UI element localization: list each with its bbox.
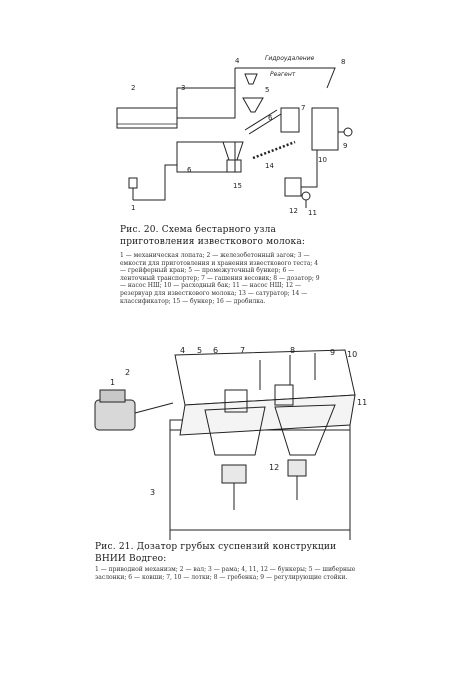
label-6: 6 <box>213 346 218 355</box>
figure-1-title: Рис. 20. Схема бестарного узла приготовл… <box>120 225 306 247</box>
drive-1 <box>94 399 136 431</box>
lime-milk-scheme: 2 3 4 5 6 7 8 9 10 11 12 14 15 1 6 Гидро… <box>116 55 353 217</box>
label-9: 9 <box>330 348 335 357</box>
storage-tank-lower <box>176 141 236 173</box>
label-14: 14 <box>265 162 274 170</box>
concrete-pen <box>116 107 178 129</box>
label-10: 10 <box>347 350 357 359</box>
grab-crane <box>244 73 258 85</box>
label-3: 3 <box>150 488 155 497</box>
figure-2-title: Рис. 21. Дозатор грубых суспензий констр… <box>95 542 337 564</box>
label-1: 1 <box>131 204 135 212</box>
discharge-left <box>221 464 247 484</box>
hopper-11 <box>274 404 336 456</box>
label-5: 5 <box>197 346 202 355</box>
label-4: 4 <box>180 346 185 355</box>
bunker-15 <box>222 141 244 161</box>
figure-1-diagram: 2 3 4 5 6 7 8 9 10 11 12 14 15 1 6 Гидро… <box>105 50 360 225</box>
label-1: 1 <box>110 378 115 387</box>
scoop-1 <box>128 177 138 189</box>
label-4: 4 <box>235 57 240 65</box>
pump-11 <box>301 191 311 201</box>
label-8: 8 <box>341 58 345 66</box>
label-reagent: Реагент <box>270 71 296 78</box>
label-7: 7 <box>301 104 305 112</box>
slaker <box>280 107 300 133</box>
tank-10 <box>311 107 339 151</box>
label-12: 12 <box>289 207 298 215</box>
figure-1-legend: 1 — механическая лопата; 2 — железобетон… <box>120 252 320 305</box>
storage-tank-upper <box>176 87 236 119</box>
bucket-6b <box>274 384 294 406</box>
label-15: 15 <box>233 182 242 190</box>
label-3: 3 <box>181 84 185 92</box>
suspension-dispenser: 4 5 6 7 8 9 10 11 12 1 2 3 <box>94 346 367 540</box>
bucket-6 <box>224 389 248 413</box>
label-hydro: Гидроудаление <box>265 55 315 62</box>
pump-9 <box>343 127 353 137</box>
label-9: 9 <box>343 142 347 150</box>
label-8: 8 <box>290 346 295 355</box>
label-2: 2 <box>125 368 130 377</box>
label-11: 11 <box>308 209 317 217</box>
label-12: 12 <box>269 463 279 472</box>
figure-2-legend: 1 — приводной механизм; 2 — вал; 3 — рам… <box>95 566 356 581</box>
figure-2-drawing: 4 5 6 7 8 9 10 11 12 1 2 3 <box>85 345 375 545</box>
frame-3 <box>169 419 351 531</box>
label-2: 2 <box>131 84 135 92</box>
reservoir-12 <box>284 177 302 197</box>
discharge-right <box>287 459 307 477</box>
hopper-12 <box>204 406 266 456</box>
label-5: 5 <box>265 86 269 94</box>
label-6: 6 <box>268 114 273 122</box>
label-7: 7 <box>240 346 245 355</box>
label-10: 10 <box>318 156 327 164</box>
intermediate-hopper <box>242 97 264 113</box>
label-11: 11 <box>357 398 367 407</box>
label-6b: 6 <box>187 166 192 174</box>
